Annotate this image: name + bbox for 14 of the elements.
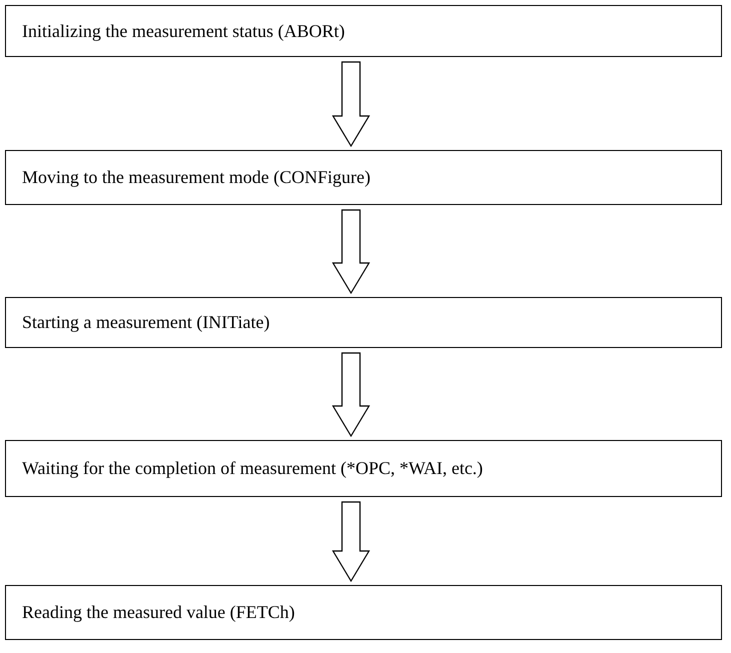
step-text: Initializing the measurement status (ABORt) [22,20,345,42]
process-box [5,297,722,348]
block-arrow [332,352,370,438]
step-text: Moving to the measurement mode (CONFigure) [22,166,370,189]
process-box [5,150,722,205]
process-box [5,440,722,497]
process-box [5,585,722,640]
block-arrow [332,209,370,294]
step-text: Reading the measured value (FETCh) [22,601,295,624]
block-arrow [332,61,370,148]
process-box [5,5,722,57]
block-arrow [332,501,370,582]
step-text: Starting a measurement (INITiate) [22,311,270,334]
step-text: Waiting for the completion of measurement (*OPC, *WAI, etc.) [22,457,483,480]
